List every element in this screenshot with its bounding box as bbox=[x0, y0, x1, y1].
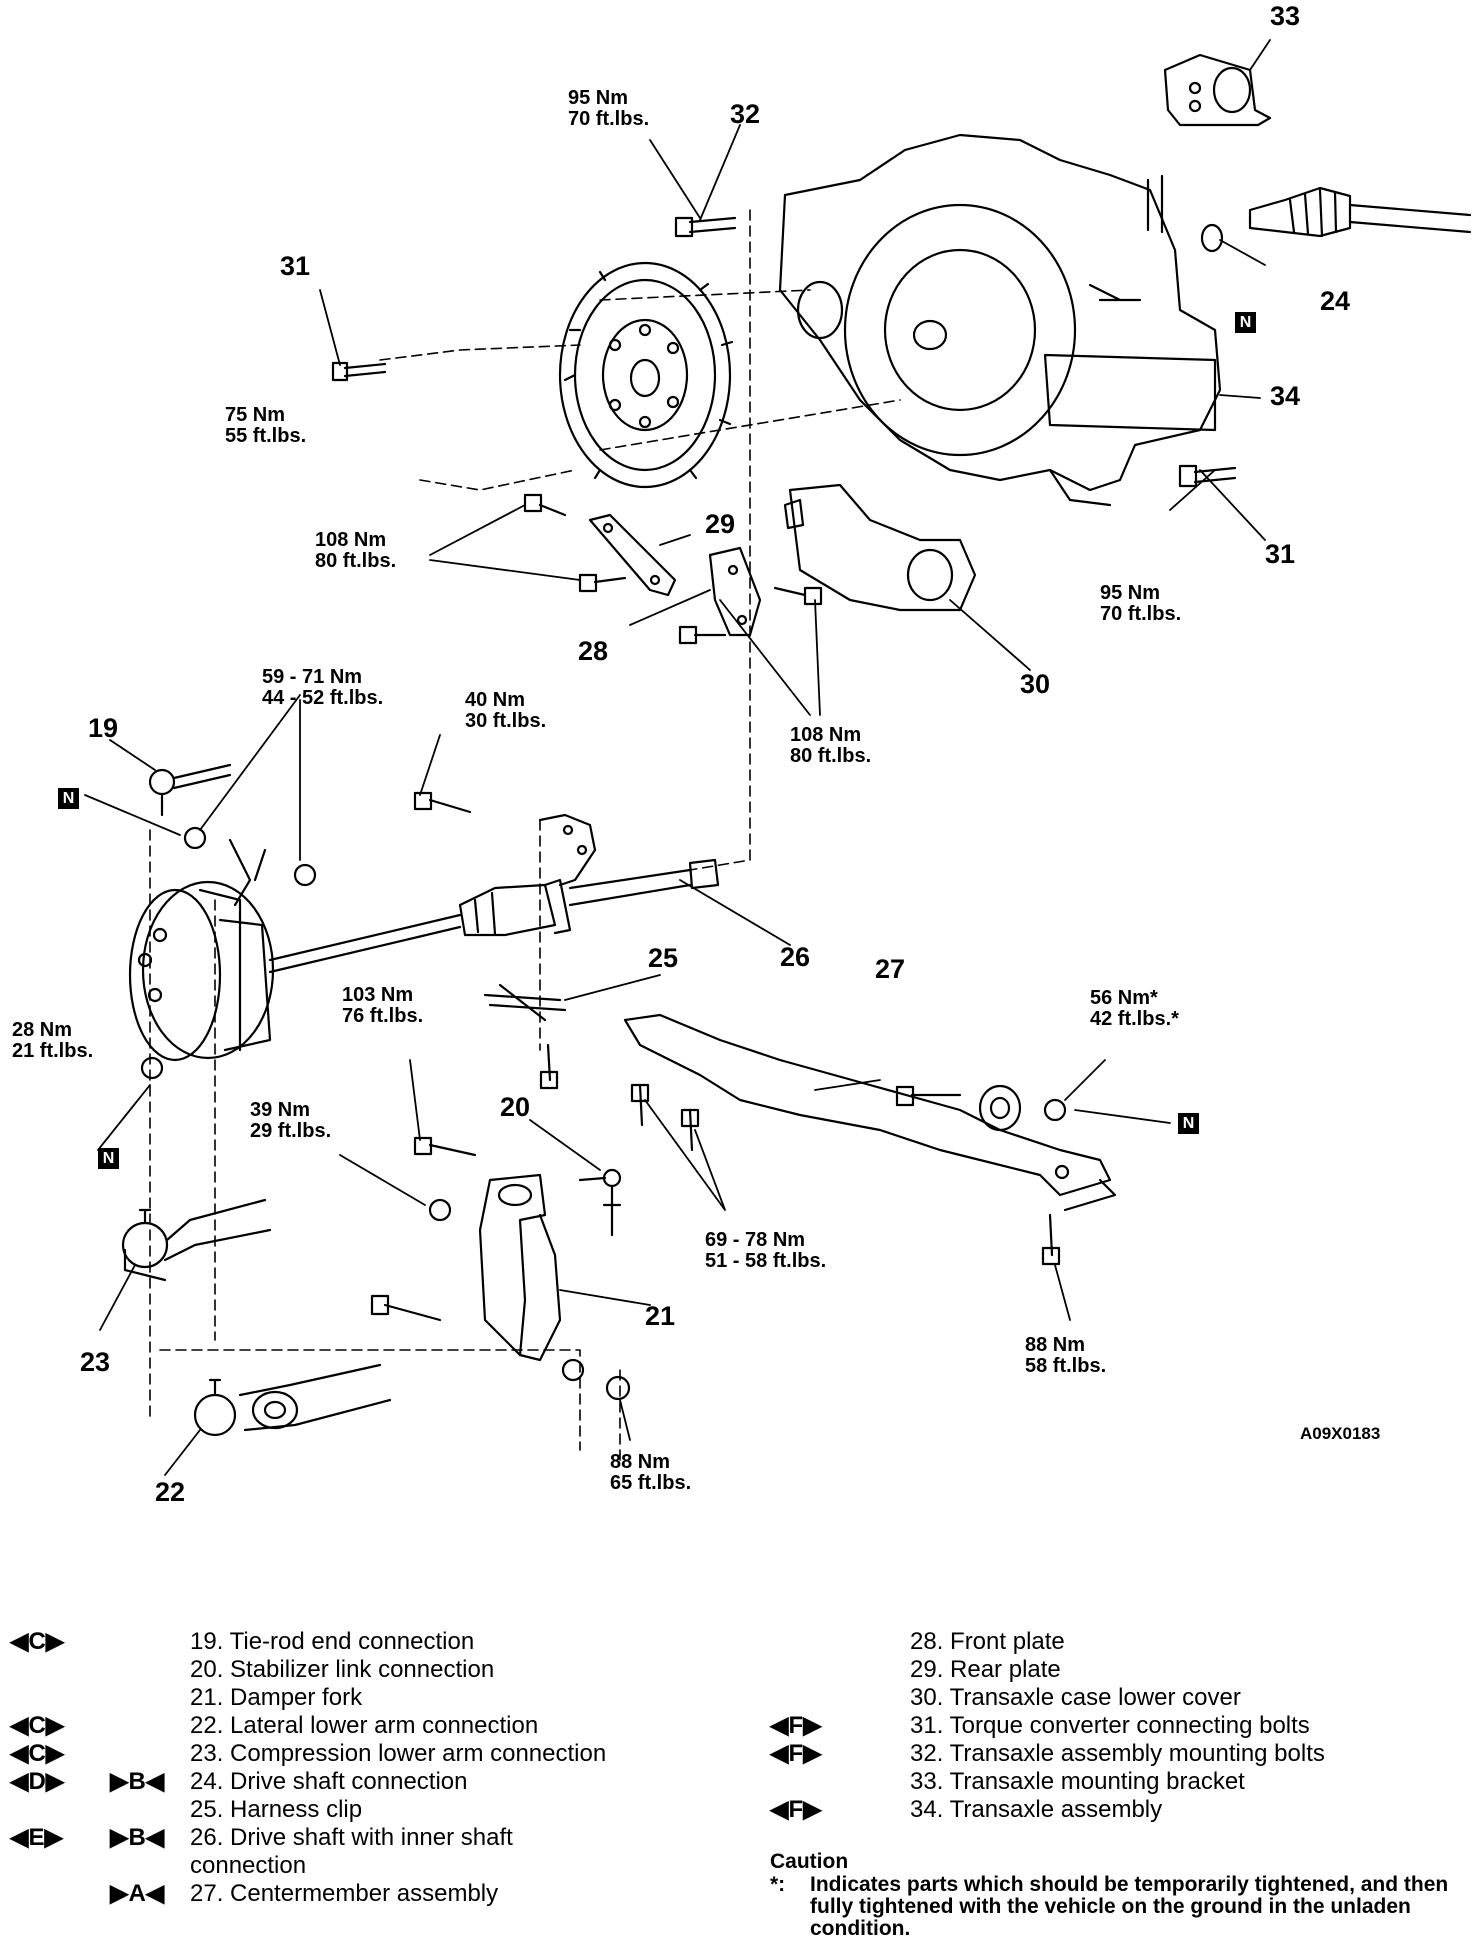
callout-20: 20 bbox=[500, 1092, 531, 1122]
tie-rod-end-part bbox=[148, 763, 232, 817]
stabilizer-link-part bbox=[578, 1168, 622, 1237]
callout-31-right: 31 bbox=[1265, 539, 1296, 569]
legend-procedure-mark: ◀C▶ bbox=[10, 1740, 65, 1767]
legend-item: 30. Transaxle case lower cover bbox=[770, 1684, 1470, 1712]
n-badge-27: N bbox=[1178, 1113, 1199, 1134]
knuckle-hub-assembly-part bbox=[128, 838, 275, 1062]
legend-text: 29. Rear plate bbox=[910, 1656, 1061, 1683]
transaxle-mounting-bracket-part bbox=[1163, 53, 1272, 127]
callout-34: 34 bbox=[1270, 381, 1301, 411]
callout-19: 19 bbox=[88, 713, 119, 743]
legend-text: 22. Lateral lower arm connection bbox=[190, 1712, 539, 1739]
caution-text: Indicates parts which should be temporar… bbox=[810, 1873, 1449, 1940]
callout-29: 29 bbox=[705, 509, 736, 539]
callout-27: 27 bbox=[875, 954, 906, 984]
legend-text: 24. Drive shaft connection bbox=[190, 1768, 468, 1795]
legend-item: ◀F▶ 34. Transaxle assembly bbox=[770, 1796, 1470, 1824]
n-badge-22: N bbox=[98, 1148, 119, 1169]
legend-text: 19. Tie-rod end connection bbox=[190, 1628, 475, 1655]
callout-26: 26 bbox=[780, 942, 811, 972]
legend-item: 29. Rear plate bbox=[770, 1656, 1470, 1684]
legend-text: 20. Stabilizer link connection bbox=[190, 1656, 495, 1683]
damper-fork-part bbox=[478, 1173, 562, 1362]
legend-text: 34. Transaxle assembly bbox=[910, 1796, 1163, 1823]
legend-text: 32. Transaxle assembly mounting bolts bbox=[910, 1740, 1325, 1767]
legend-procedure-mark: ◀F▶ bbox=[770, 1712, 822, 1739]
legend-item: 33. Transaxle mounting bracket bbox=[770, 1768, 1470, 1796]
legend-text: 21. Damper fork bbox=[190, 1684, 363, 1711]
transaxle-assembly-part bbox=[778, 133, 1222, 507]
legend-text: 31. Torque converter connecting bolts bbox=[910, 1712, 1310, 1739]
leader-lines bbox=[84, 39, 1271, 1476]
legend-text: 23. Compression lower arm connection bbox=[190, 1740, 607, 1767]
nuts-group bbox=[140, 826, 1067, 1401]
legend-text: 27. Centermember assembly bbox=[190, 1880, 499, 1907]
compression-lower-arm-part bbox=[121, 1198, 272, 1282]
legend-text: 26. Drive shaft with inner shaft bbox=[190, 1824, 513, 1851]
drive-plate-part bbox=[558, 261, 734, 489]
caution-note: Caution *: Indicates parts which should … bbox=[770, 1850, 1450, 1940]
callout-28: 28 bbox=[578, 636, 609, 666]
callout-22: 22 bbox=[155, 1477, 186, 1507]
n-badge-19: N bbox=[58, 788, 79, 809]
bolts-group bbox=[331, 216, 1237, 1322]
rear-plate-part bbox=[588, 513, 677, 597]
centermember-part bbox=[623, 1013, 1117, 1212]
callout-21: 21 bbox=[645, 1301, 676, 1331]
legend-item: ◀F▶ 32. Transaxle assembly mounting bolts bbox=[770, 1740, 1470, 1768]
legend-item: 28. Front plate bbox=[770, 1628, 1470, 1656]
callout-31-left: 31 bbox=[280, 251, 311, 281]
drive-shaft-24-part bbox=[1200, 186, 1472, 253]
legend-install-mark: ▶B◀ bbox=[110, 1824, 165, 1851]
figure-code: A09X0183 bbox=[1300, 1424, 1381, 1443]
callout-25: 25 bbox=[648, 943, 679, 973]
transaxle-lower-cover-part bbox=[783, 483, 977, 612]
legend-text: 33. Transaxle mounting bracket bbox=[910, 1768, 1245, 1795]
callout-33: 33 bbox=[1270, 1, 1301, 31]
callout-24: 24 bbox=[1320, 286, 1351, 316]
harness-clip-part bbox=[483, 983, 567, 1022]
legend-procedure-mark: ◀C▶ bbox=[10, 1712, 65, 1739]
legend-install-mark: ▶A◀ bbox=[110, 1880, 165, 1907]
legend-procedure-mark: ◀F▶ bbox=[770, 1740, 822, 1767]
torque-27-bushing: 56 Nm*42 ft.lbs.* bbox=[1090, 987, 1179, 1030]
caution-star: *: bbox=[770, 1873, 786, 1896]
callout-23: 23 bbox=[80, 1347, 111, 1377]
legend-text: 28. Front plate bbox=[910, 1628, 1065, 1655]
legend-text: 25. Harness clip bbox=[190, 1796, 363, 1823]
exploded-diagram-art bbox=[84, 39, 1472, 1476]
drive-shaft-26-part bbox=[268, 813, 720, 974]
legend-procedure-mark: ◀D▶ bbox=[10, 1768, 65, 1795]
n-badge-24: N bbox=[1235, 312, 1256, 333]
caution-title: Caution bbox=[770, 1850, 849, 1873]
legend-item: ◀F▶ 31. Torque converter connecting bolts bbox=[770, 1712, 1470, 1740]
legend-procedure-mark: ◀F▶ bbox=[770, 1796, 822, 1823]
callout-30: 30 bbox=[1020, 669, 1051, 699]
legend-install-mark: ▶B◀ bbox=[110, 1768, 165, 1795]
legend-text: connection bbox=[190, 1852, 307, 1879]
callout-32: 32 bbox=[730, 99, 761, 129]
legend-procedure-mark: ◀C▶ bbox=[10, 1628, 65, 1655]
legend-text: 30. Transaxle case lower cover bbox=[910, 1684, 1241, 1711]
legend-procedure-mark: ◀E▶ bbox=[10, 1824, 63, 1851]
lateral-lower-arm-part bbox=[193, 1363, 392, 1437]
front-plate-part bbox=[708, 546, 762, 637]
